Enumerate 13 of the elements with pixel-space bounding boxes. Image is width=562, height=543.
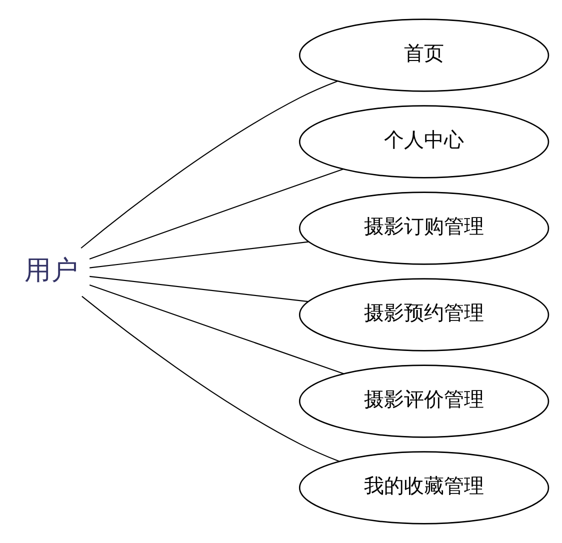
node-ellipse: 摄影评价管理 <box>298 364 550 438</box>
connector <box>80 80 338 249</box>
node-ellipse: 个人中心 <box>298 105 550 178</box>
node-ellipse: 摄影预约管理 <box>298 278 550 352</box>
node-ellipse: 我的收藏管理 <box>298 451 550 524</box>
node-ellipse: 首页 <box>298 18 550 92</box>
node-text: 用户 <box>24 254 78 286</box>
connector <box>89 284 344 374</box>
connector <box>90 276 308 302</box>
node-ellipse: 摄影订购管理 <box>298 192 550 265</box>
connector <box>90 241 309 268</box>
connector <box>89 168 344 260</box>
connector <box>82 296 340 462</box>
